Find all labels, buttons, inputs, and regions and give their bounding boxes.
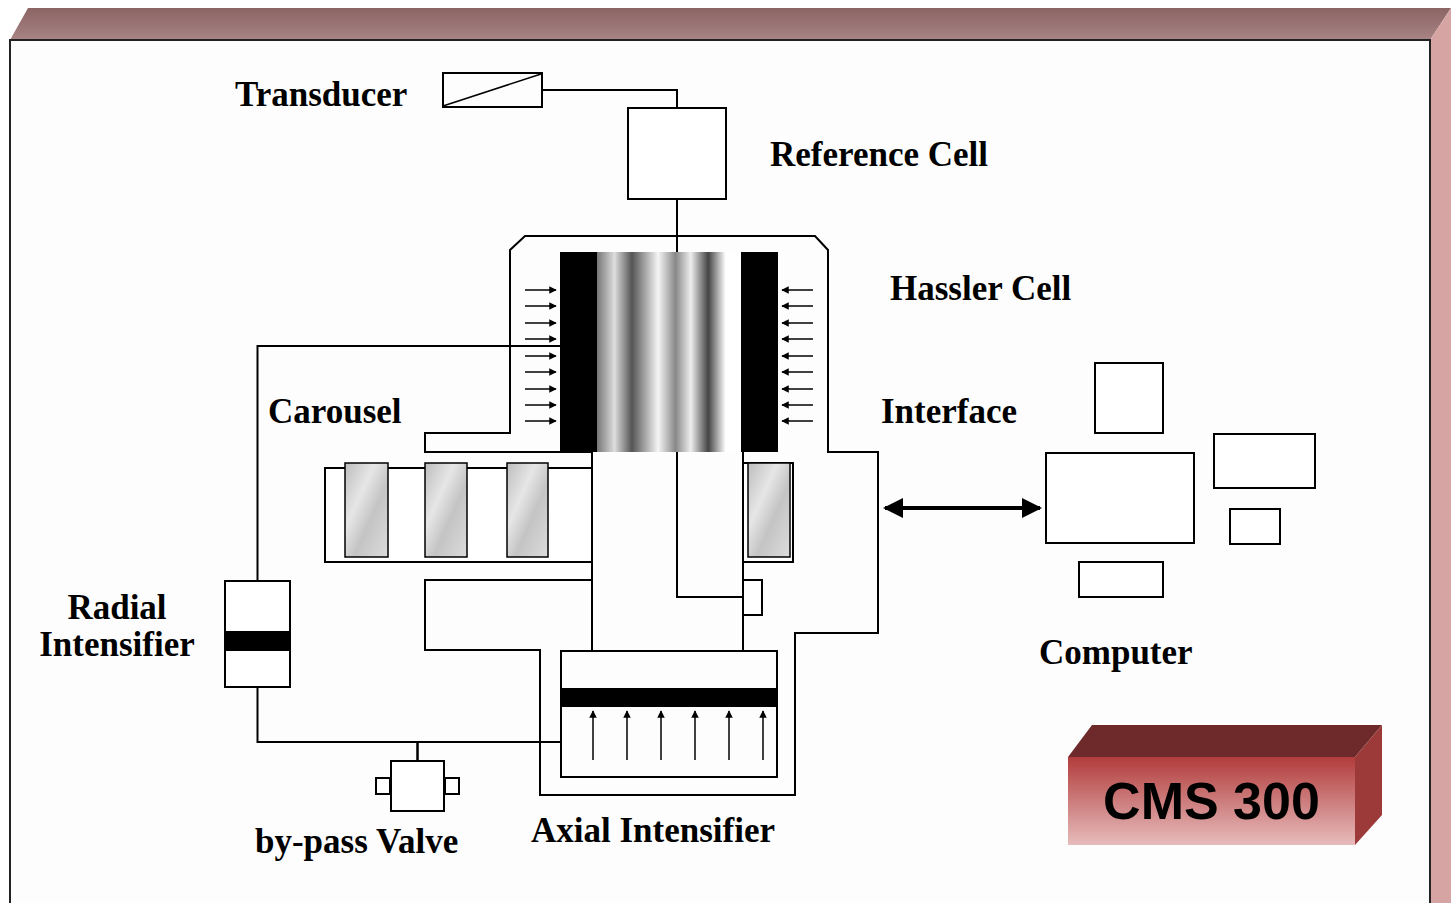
pressure-arrow (525, 289, 556, 291)
frame-top (10, 8, 1451, 40)
radial-intensifier: Radial Intensifier (224, 580, 291, 688)
part-label: Interface (881, 394, 1017, 431)
pressure-arrow (525, 371, 556, 373)
carousel-slots (345, 463, 790, 557)
pressure-arrow (525, 388, 556, 390)
pressure-arrow (782, 420, 813, 422)
interface-arrow (885, 506, 1040, 510)
pipe-line (543, 90, 677, 107)
bypass-valve: by-pass Valve (390, 760, 445, 812)
transducer-box: Transducer (442, 72, 543, 108)
pipe-line (258, 346, 561, 580)
housing-outline (325, 236, 878, 795)
pressure-arrow (525, 355, 556, 357)
part-label: Hassler Cell (890, 271, 1071, 308)
pressure-arrow (525, 404, 556, 406)
part-label: Computer (1039, 635, 1193, 672)
pipe-line (418, 742, 561, 760)
pressure-arrow (782, 338, 813, 340)
cms-box-faces (1068, 725, 1382, 845)
pressure-arrow (525, 338, 556, 340)
transducer-diagonal (443, 74, 541, 106)
pressure-arrow (782, 289, 813, 291)
pressure-arrow (525, 420, 556, 422)
part-label: by-pass Valve (255, 824, 458, 861)
part-label: Carousel (268, 394, 402, 431)
computer-monitor: Computer (1045, 452, 1195, 544)
axial-intensifier: Axial Intensifier (560, 650, 778, 778)
pipe-line (676, 200, 678, 252)
pipe-line (258, 688, 418, 760)
pressure-arrow (782, 355, 813, 357)
pressure-arrow (782, 322, 813, 324)
pressure-arrow (782, 371, 813, 373)
panel (10, 40, 1430, 903)
system-badge: CMS 300 (1068, 757, 1355, 845)
pressure-arrow (782, 305, 813, 307)
pressure-arrow (525, 305, 556, 307)
part-label: Axial Intensifier (531, 813, 775, 850)
reference-cell-box: Reference Cell (627, 107, 727, 200)
hassler-cell: Hassler Cell (560, 252, 778, 452)
pressure-arrow (525, 322, 556, 324)
pressure-arrow (782, 404, 813, 406)
pressure-arrow (782, 388, 813, 390)
frame-side (1430, 8, 1451, 903)
part-label: Radial Intensifier (17, 590, 217, 664)
part-label: Transducer (235, 77, 407, 114)
part-label: Reference Cell (770, 137, 988, 174)
badge-title: CMS 300 (1103, 775, 1320, 827)
